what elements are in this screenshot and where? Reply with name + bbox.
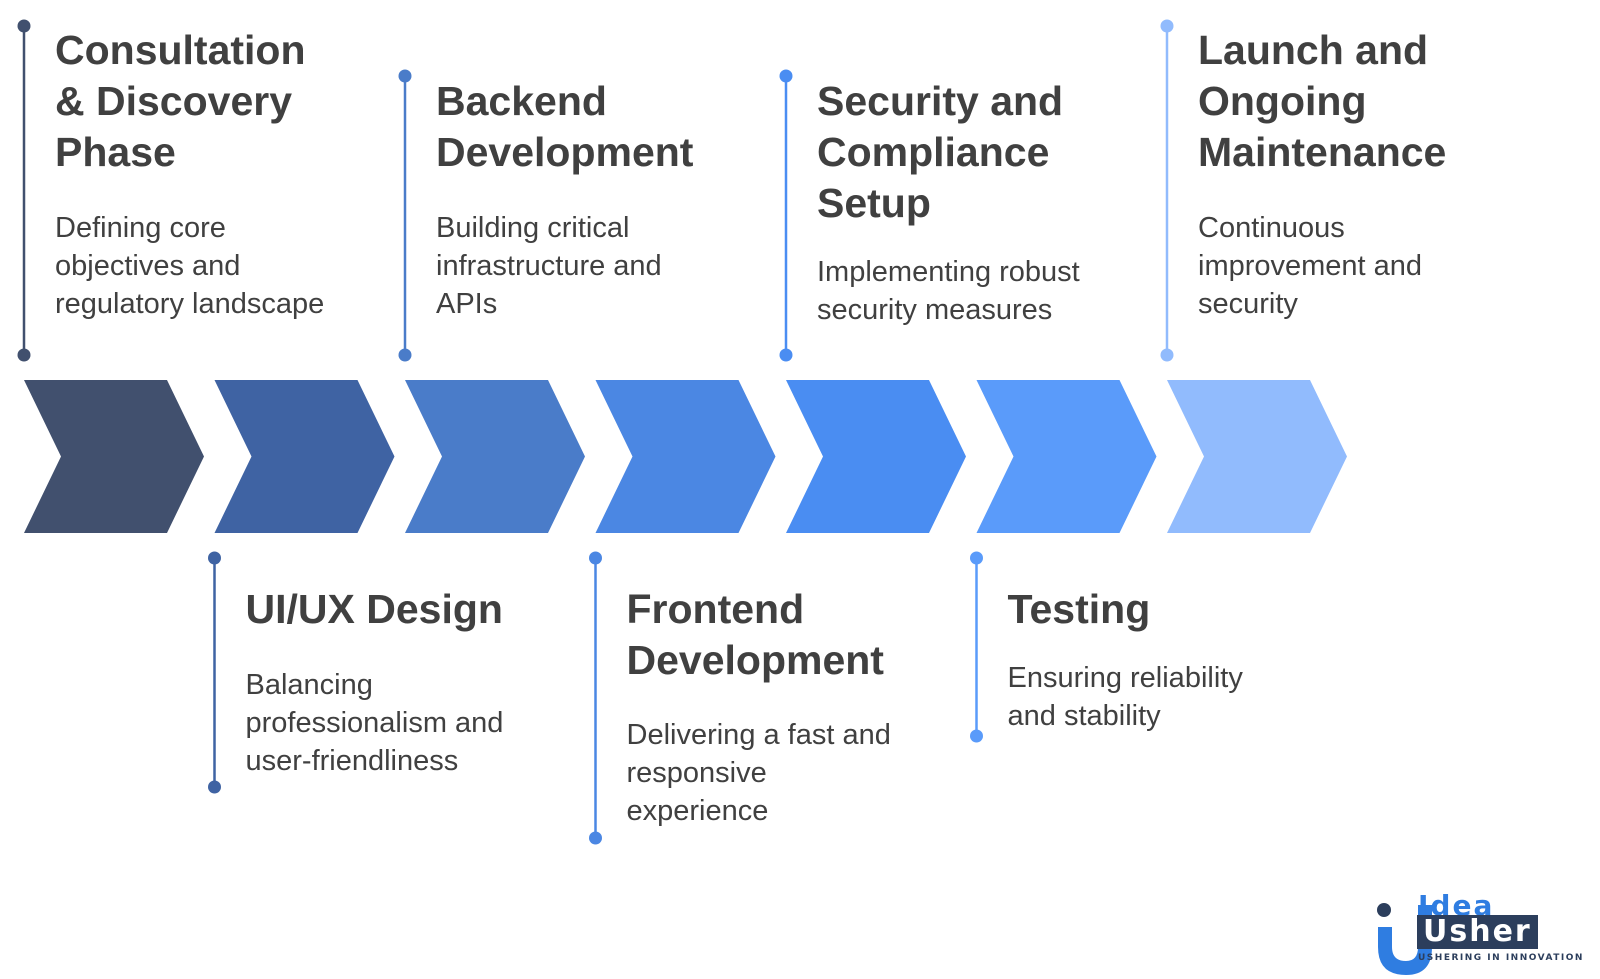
- step-description-line: security measures: [817, 294, 1053, 326]
- connector-dot-3-start: [398, 69, 412, 83]
- chevron-step-5: [786, 380, 966, 533]
- step-description-line: user-friendliness: [245, 745, 459, 777]
- chevron-row: [24, 380, 1347, 533]
- step-description-line: Implementing robust: [817, 256, 1080, 288]
- step-title-line: Development: [436, 129, 694, 175]
- connector-dot-1-start: [17, 19, 31, 33]
- step-description: Implementing robust security measures: [817, 253, 1157, 329]
- step-description-line: Balancing: [245, 669, 373, 701]
- step-title-line: Development: [626, 637, 884, 683]
- step-description: Defining core objectives and regulatory la…: [55, 209, 395, 323]
- step-title-line: & Discovery: [55, 78, 293, 124]
- connector-dot-5-end: [779, 348, 793, 362]
- step-description-line: Ensuring reliability: [1007, 662, 1243, 694]
- step-description: Balancing professionalism and user-friendl…: [246, 666, 586, 780]
- chevron-step-4: [595, 380, 776, 533]
- step-title: UI/UX Design: [246, 584, 576, 635]
- step-title-line: Testing: [1007, 586, 1151, 632]
- connector-dot-6-start: [970, 551, 983, 565]
- step-description: Delivering a fast and responsive experienc…: [627, 716, 967, 830]
- logo-tagline: USHERING IN INNOVATION: [1418, 953, 1584, 963]
- step-description-line: objectives and: [55, 250, 241, 282]
- step-description-line: Delivering a fast and: [626, 719, 891, 751]
- connector-dot-5-start: [779, 69, 793, 83]
- connector-dot-2-start: [208, 551, 221, 565]
- connector-dot-4-end: [589, 831, 602, 845]
- step-description-line: responsive: [626, 757, 767, 789]
- step-description-line: APIs: [436, 288, 498, 320]
- logo-word-usher: Usher: [1417, 915, 1538, 949]
- connector-dot-7-end: [1160, 348, 1174, 362]
- step-description-line: Continuous: [1198, 212, 1345, 244]
- step-title-line: Consultation: [55, 27, 306, 73]
- step-description: Ensuring reliability and stability: [1008, 659, 1348, 735]
- step-title-line: Backend: [436, 78, 607, 124]
- step-description-line: regulatory landscape: [55, 288, 325, 320]
- step-description-line: security: [1198, 288, 1298, 320]
- step-description-line: Building critical: [436, 212, 630, 244]
- step-title: Testing: [1008, 584, 1338, 635]
- connector-dot-1-end: [17, 348, 31, 362]
- chevron-step-1: [24, 380, 204, 533]
- connector-dot-7-start: [1160, 19, 1174, 33]
- connector-dot-2-end: [208, 780, 221, 794]
- step-description-line: infrastructure and: [436, 250, 662, 282]
- step-title-line: Launch and: [1198, 27, 1429, 73]
- chevron-step-7: [1167, 380, 1347, 533]
- connector-dot-3-end: [398, 348, 412, 362]
- connector-dot-6-end: [970, 729, 983, 743]
- step-description-line: and stability: [1007, 700, 1161, 732]
- step-title-line: Setup: [817, 180, 931, 226]
- step-description-line: improvement and: [1198, 250, 1423, 282]
- step-description: Continuous improvement and security: [1198, 209, 1538, 323]
- step-title-line: UI/UX Design: [245, 586, 503, 632]
- step-title-line: Maintenance: [1198, 129, 1447, 175]
- step-title-line: Security and: [817, 78, 1064, 124]
- step-title-line: Phase: [55, 129, 176, 175]
- step-description-line: Defining core: [55, 212, 226, 244]
- chevron-step-6: [976, 380, 1157, 533]
- chevron-step-3: [405, 380, 585, 533]
- chevron-step-2: [214, 380, 395, 533]
- step-description-line: professionalism and: [245, 707, 504, 739]
- idea-usher-logo: Idea Usher USHERING IN INNOVATION: [1370, 889, 1590, 979]
- step-title-line: Ongoing: [1198, 78, 1367, 124]
- step-title-line: Frontend: [626, 586, 805, 632]
- step-description-line: experience: [626, 795, 769, 827]
- connector-lines: [17, 19, 1174, 845]
- connector-dot-4-start: [589, 551, 602, 565]
- step-title-line: Compliance: [817, 129, 1050, 175]
